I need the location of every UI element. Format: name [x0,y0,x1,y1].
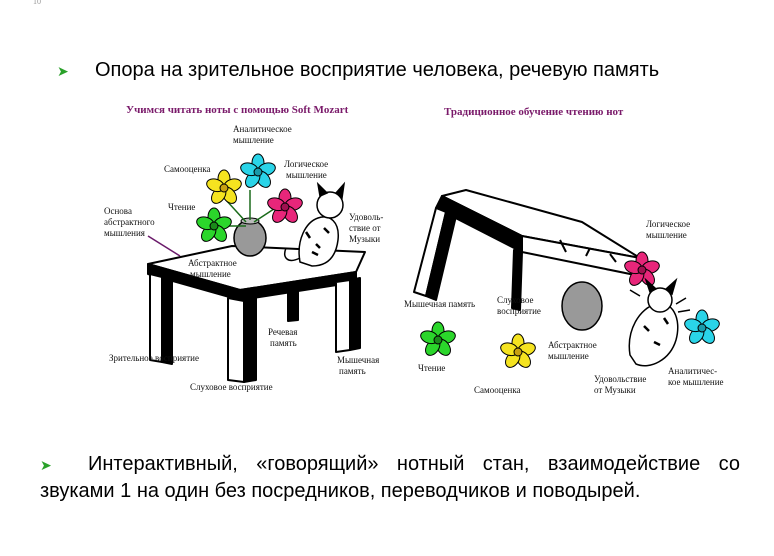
left-table [147,245,366,383]
left-vase [218,190,281,257]
svg-text:память: память [270,338,297,348]
left-flower-green [194,207,234,245]
right-flower-magenta [622,251,662,289]
svg-text:мышление: мышление [190,269,231,279]
bullet-point-2: ➤Интерактивный, «говорящий» нотный стан,… [40,451,740,504]
left-flower-yellow [204,169,244,207]
svg-text:Мышечная память: Мышечная память [404,299,475,309]
right-flower-yellow [498,333,538,371]
left-flower-magenta [265,188,305,226]
svg-text:Удоволь-: Удоволь- [349,212,383,222]
svg-text:память: память [339,366,366,376]
svg-text:абстрактного: абстрактного [104,217,155,227]
bullet-1-text: Опора на зрительное восприятие человека,… [95,59,660,81]
svg-text:Чтение: Чтение [418,363,445,373]
svg-text:Мышечная: Мышечная [337,355,379,365]
bullet-2-text: Интерактивный, «говорящий» нотный стан, … [40,453,740,502]
svg-text:мышление: мышление [233,135,274,145]
svg-text:Абстрактное: Абстрактное [188,258,237,268]
right-vase [561,281,603,331]
svg-text:Речевая: Речевая [268,327,297,337]
arrow-bullet-icon: ➤ [40,457,52,473]
page-number: 10 [33,0,41,6]
svg-text:Логическое: Логическое [284,159,328,169]
arrow-bullet-icon: ➤ [57,63,69,79]
right-flower-green [418,321,458,359]
svg-text:мышление: мышление [286,170,327,180]
svg-text:ствие от: ствие от [349,223,381,233]
svg-text:Чтение: Чтение [168,202,195,212]
svg-text:кое мышление: кое мышление [668,377,724,387]
svg-text:Самооценка: Самооценка [474,385,521,395]
svg-text:восприятие: восприятие [497,306,541,316]
svg-text:Удовольствие: Удовольствие [594,374,646,384]
svg-text:Абстрактное: Абстрактное [548,340,597,350]
left-panel-title: Учимся читать ноты с помощью Soft Mozart [126,104,349,116]
svg-text:Зрительное восприятие: Зрительное восприятие [109,353,199,363]
svg-text:Аналитическое: Аналитическое [233,124,292,134]
right-table-overturned [413,189,641,311]
svg-text:Слуховое: Слуховое [497,295,533,305]
right-panel-title: Традиционное обучение чтению нот [444,106,624,118]
bullet-point-1: ➤ Опора на зрительное восприятие человека… [57,57,659,84]
svg-text:мышления: мышления [104,228,145,238]
svg-text:Основа: Основа [104,206,132,216]
right-cat-icon [628,277,691,367]
svg-text:Самооценка: Самооценка [164,164,211,174]
right-flower-cyan [682,309,722,347]
svg-text:Слуховое восприятие: Слуховое восприятие [190,382,273,392]
right-labels: Логическое мышление Мышечная память Слух… [404,219,724,395]
left-cat-icon [284,181,346,267]
svg-text:от Музыки: от Музыки [594,385,636,395]
svg-text:Логическое: Логическое [646,219,690,229]
svg-text:Музыки: Музыки [349,234,380,244]
svg-text:мышление: мышление [646,230,687,240]
svg-text:Аналитичес-: Аналитичес- [668,366,717,376]
left-labels: Аналитическое мышление Самооценка Логиче… [104,124,383,392]
svg-text:мышление: мышление [548,351,589,361]
left-flower-cyan [238,153,278,191]
